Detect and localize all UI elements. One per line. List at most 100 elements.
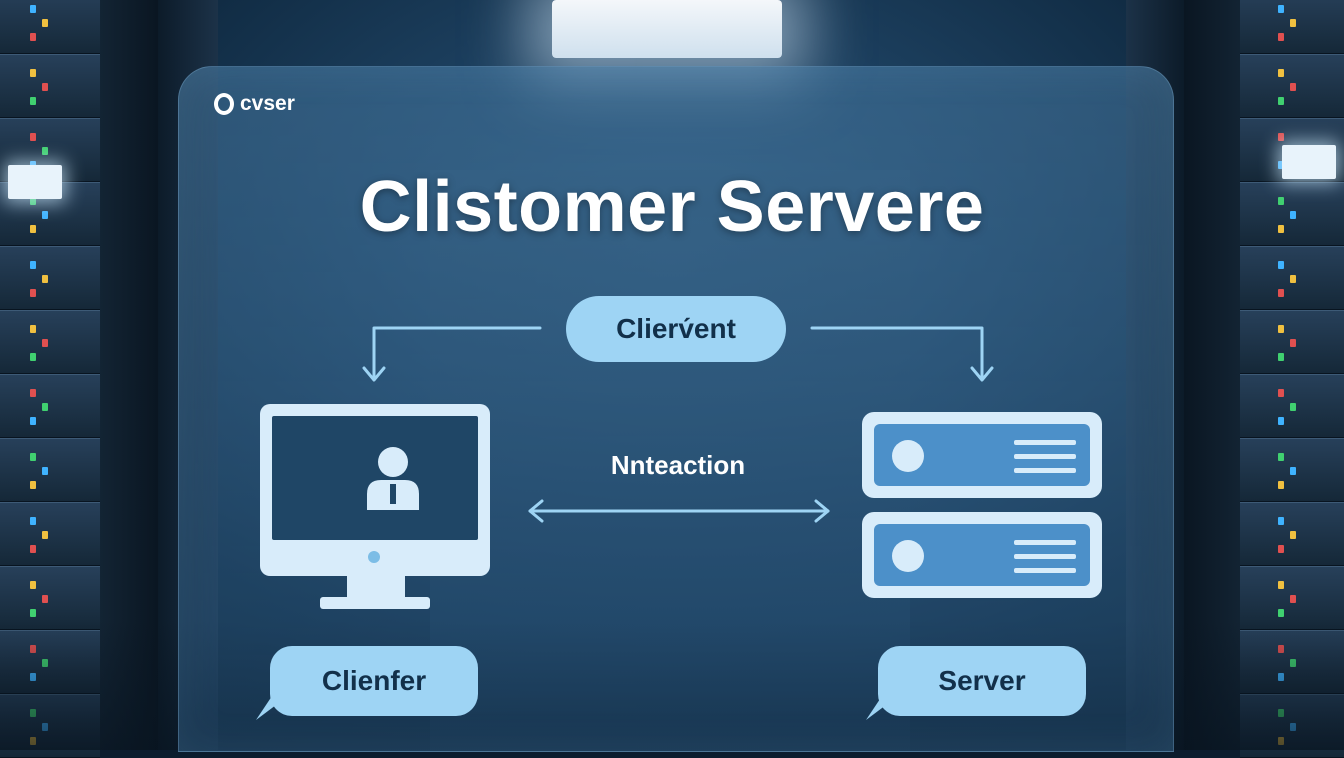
server-bar (1014, 554, 1076, 559)
rack-led (30, 389, 36, 397)
server-led (892, 440, 924, 472)
rack-led (1290, 83, 1296, 91)
server-rack-right (1184, 0, 1344, 758)
rack-unit (1240, 246, 1344, 310)
rack-unit (0, 502, 100, 566)
rack-glow-panel (8, 165, 62, 199)
arrow-to-server-head (970, 366, 994, 382)
rack-led (1278, 389, 1284, 397)
rack-led (1290, 275, 1296, 283)
rack-led (1290, 211, 1296, 219)
rack-led (30, 545, 36, 553)
ceiling-light (552, 0, 782, 58)
rack-unit (1240, 438, 1344, 502)
rack-unit (1240, 310, 1344, 374)
rack-led (42, 531, 48, 539)
rack-led (1278, 261, 1284, 269)
server-bar (1014, 440, 1076, 445)
rack-led (42, 403, 48, 411)
interaction-arrow-right-head (814, 499, 830, 523)
rack-led (1290, 403, 1296, 411)
server-bar (1014, 540, 1076, 545)
top-pill-text: Clierv́ent (616, 313, 736, 344)
rack-led (30, 5, 36, 13)
rack-led (1290, 19, 1296, 27)
arrow-to-client (372, 326, 542, 380)
server-unit-face (874, 524, 1090, 586)
user-icon (367, 447, 419, 510)
rack-unit (0, 310, 100, 374)
rack-led (1278, 325, 1284, 333)
rack-led (42, 211, 48, 219)
rack-unit (0, 438, 100, 502)
rack-led (1278, 133, 1284, 141)
rack-led (1278, 481, 1284, 489)
monitor-base (320, 597, 430, 609)
rack-led (1290, 595, 1296, 603)
rack-led (42, 275, 48, 283)
rack-led (42, 339, 48, 347)
server-unit-face (874, 424, 1090, 486)
rack-led (30, 133, 36, 141)
rack-unit (0, 374, 100, 438)
rack-led (30, 69, 36, 77)
diagram-title: Clistomer Servere (359, 167, 985, 247)
rack-unit (1240, 182, 1344, 246)
rack-led (42, 83, 48, 91)
rack-led (42, 467, 48, 475)
rack-led (30, 481, 36, 489)
rack-unit (1240, 374, 1344, 438)
monitor-stand (347, 576, 405, 598)
client-bubble: Clienfer (270, 646, 478, 716)
brand-logo: cvser (214, 92, 295, 116)
rack-led (1278, 69, 1284, 77)
monitor-icon (260, 404, 490, 576)
server-bubble: Server (878, 646, 1086, 716)
rack-led (30, 289, 36, 297)
monitor-power-dot (368, 551, 380, 563)
arrow-to-server (810, 326, 984, 380)
interaction-label: Nnteaction (610, 450, 746, 480)
client-bubble-text: Clienfer (321, 665, 427, 696)
rack-led (30, 417, 36, 425)
rack-led (30, 97, 36, 105)
rack-led (30, 197, 36, 205)
server-icon (862, 512, 1102, 598)
rack-led (30, 33, 36, 41)
server-bar (1014, 454, 1076, 459)
rack-glow-panel (1282, 145, 1336, 179)
rack-led (30, 453, 36, 461)
top-pill-label: Clierv́ent (566, 296, 786, 362)
rack-led (1278, 5, 1284, 13)
rack-led (30, 517, 36, 525)
rack-led (1278, 161, 1284, 169)
rack-unit (0, 246, 100, 310)
rack-led (30, 353, 36, 361)
rack-led (1278, 225, 1284, 233)
rack-led (1278, 417, 1284, 425)
rack-led (42, 147, 48, 155)
rack-unit (1240, 502, 1344, 566)
server-bar (1014, 568, 1076, 573)
rack-led (42, 19, 48, 27)
rack-led (30, 581, 36, 589)
server-rack-left (0, 0, 158, 758)
rack-unit (0, 54, 100, 118)
rack-led (1278, 33, 1284, 41)
rack-led (30, 261, 36, 269)
rack-led (1278, 581, 1284, 589)
rack-unit (1240, 566, 1344, 630)
arrow-to-client-head (362, 366, 386, 382)
rack-led (30, 225, 36, 233)
rack-led (1278, 453, 1284, 461)
interaction-arrow-left-head (528, 499, 544, 523)
client-bubble-tail (256, 690, 296, 720)
rack-led (1290, 467, 1296, 475)
monitor-screen (272, 416, 478, 540)
rack-led (42, 595, 48, 603)
server-icon (862, 412, 1102, 498)
rack-led (1278, 289, 1284, 297)
server-led (892, 540, 924, 572)
rack-led (1290, 339, 1296, 347)
